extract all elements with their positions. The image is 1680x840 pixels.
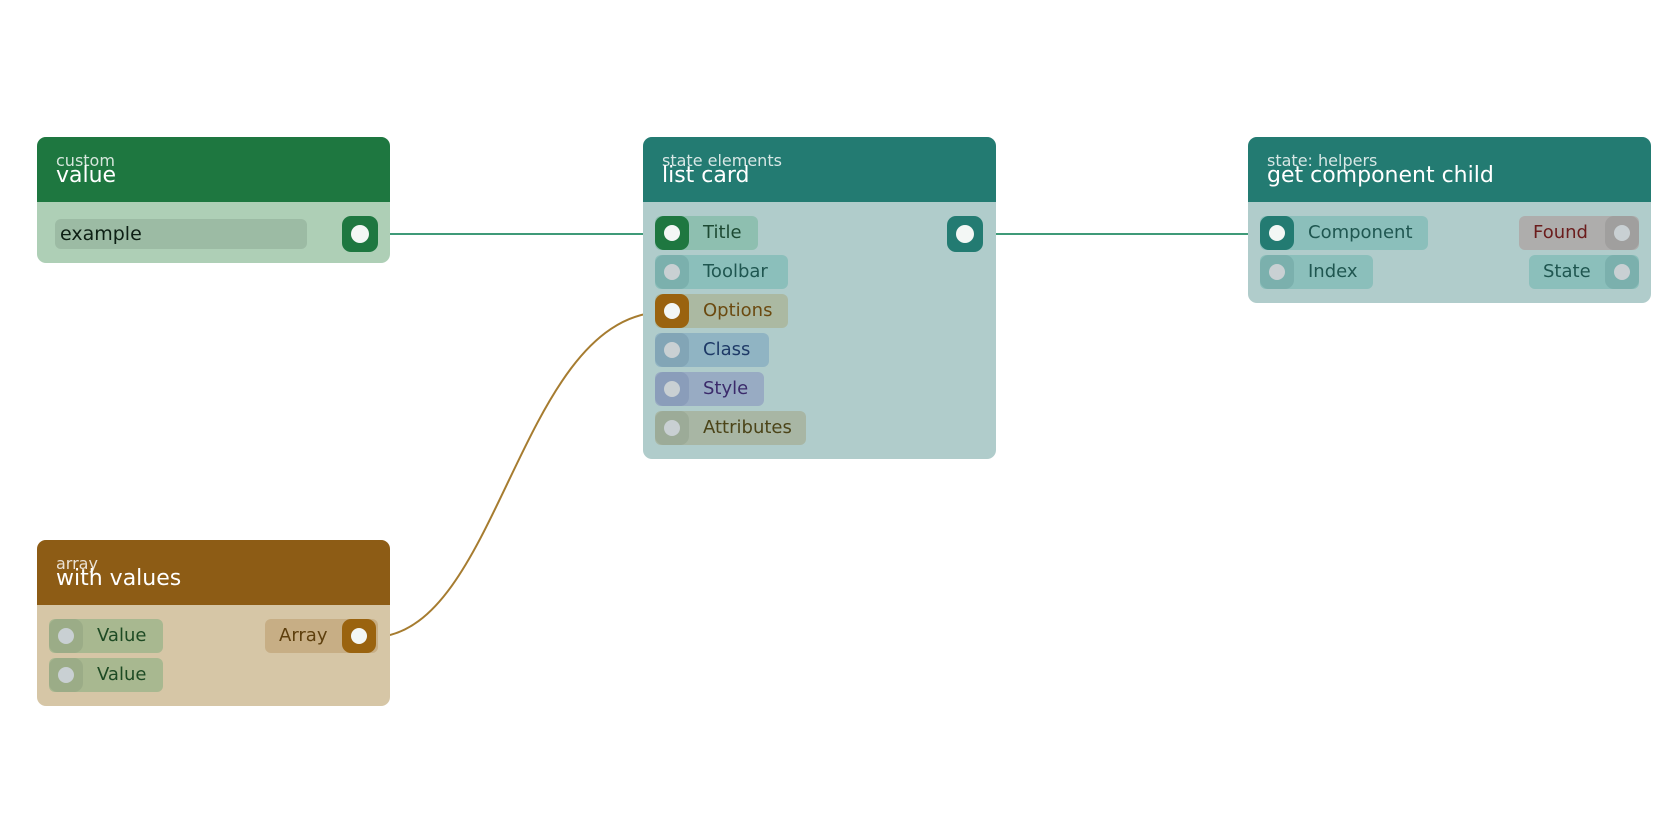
output-found[interactable]: Found [1519, 216, 1639, 250]
input-component[interactable]: Component [1260, 216, 1428, 250]
input-label: Attributes [703, 417, 792, 438]
port-dot [664, 225, 680, 241]
input-port[interactable] [655, 411, 689, 445]
port-dot [664, 381, 680, 397]
node-category: state: helpers [1267, 151, 1378, 170]
output-array[interactable]: Array [265, 619, 378, 653]
value-text-field[interactable]: example [55, 219, 307, 249]
input-label: Index [1308, 261, 1358, 282]
port-dot [956, 225, 974, 243]
input-port[interactable] [49, 658, 83, 692]
output-port[interactable] [1605, 255, 1639, 289]
input-label: Value [97, 664, 147, 685]
port-dot [664, 420, 680, 436]
node-category: custom [56, 151, 115, 170]
output-port[interactable] [342, 216, 378, 252]
node-custom-value[interactable]: custom value example [37, 137, 390, 263]
input-label: Style [703, 378, 749, 399]
output-state[interactable]: State [1529, 255, 1639, 289]
input-toolbar[interactable]: Toolbar [655, 255, 788, 289]
input-port[interactable] [1260, 255, 1294, 289]
node-title: with values [56, 566, 182, 591]
input-class[interactable]: Class [655, 333, 769, 367]
node-category: array [56, 554, 98, 573]
port-dot [1614, 225, 1630, 241]
output-port[interactable] [1605, 216, 1639, 250]
port-dot [1614, 264, 1630, 280]
input-port[interactable] [655, 333, 689, 367]
node-title: get component child [1267, 163, 1494, 188]
input-attributes[interactable]: Attributes [655, 411, 806, 445]
input-port[interactable] [655, 216, 689, 250]
input-port[interactable] [1260, 216, 1294, 250]
input-title[interactable]: Title [655, 216, 758, 250]
input-port[interactable] [655, 372, 689, 406]
input-options[interactable]: Options [655, 294, 788, 328]
output-label: State [1543, 261, 1591, 282]
input-style[interactable]: Style [655, 372, 764, 406]
output-label: Found [1533, 222, 1588, 243]
node-list-card[interactable]: state elements list card Title Toolbar O… [643, 137, 996, 459]
input-port[interactable] [655, 294, 689, 328]
port-dot [664, 342, 680, 358]
input-label: Title [703, 222, 742, 243]
output-port[interactable] [342, 619, 376, 653]
node-title: list card [662, 163, 750, 188]
output-label: Array [279, 625, 328, 646]
port-dot [664, 264, 680, 280]
node-category: state elements [662, 151, 782, 170]
node-header[interactable]: state elements list card [643, 137, 996, 202]
wire-array-to-options [378, 311, 661, 638]
port-dot [1269, 225, 1285, 241]
input-label: Class [703, 339, 751, 360]
port-dot [351, 628, 367, 644]
input-label: Options [703, 300, 773, 321]
input-label: Component [1308, 222, 1413, 243]
input-index[interactable]: Index [1260, 255, 1373, 289]
input-value[interactable]: Value [49, 658, 163, 692]
port-dot [664, 303, 680, 319]
node-header[interactable]: custom value [37, 137, 390, 202]
port-dot [351, 225, 369, 243]
port-dot [1269, 264, 1285, 280]
input-label: Toolbar [703, 261, 768, 282]
node-title: value [56, 163, 117, 188]
node-get-component-child[interactable]: state: helpers get component child Compo… [1248, 137, 1651, 303]
node-header[interactable]: array with values [37, 540, 390, 605]
node-array-with-values[interactable]: array with values Value Value Array [37, 540, 390, 706]
port-dot [58, 628, 74, 644]
node-header[interactable]: state: helpers get component child [1248, 137, 1651, 202]
output-port[interactable] [947, 216, 983, 252]
input-label: Value [97, 625, 147, 646]
port-dot [58, 667, 74, 683]
input-value[interactable]: Value [49, 619, 163, 653]
input-port[interactable] [49, 619, 83, 653]
input-port[interactable] [655, 255, 689, 289]
